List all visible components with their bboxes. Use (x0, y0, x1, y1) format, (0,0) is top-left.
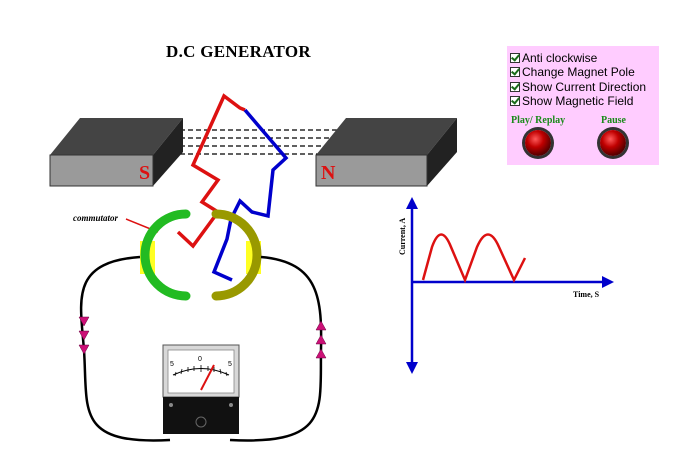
show-magnetic-field-checkbox[interactable] (510, 96, 520, 106)
north-pole-label: N (321, 162, 336, 184)
play-replay-button[interactable] (525, 130, 551, 156)
arrow-down (78, 330, 90, 341)
option-label: Change Magnet Pole (522, 65, 635, 79)
pause-label: Pause (601, 115, 626, 126)
meter-scale-center: 0 (198, 356, 202, 363)
option-label: Anti clockwise (522, 51, 598, 65)
anti-clockwise-checkbox[interactable] (510, 53, 520, 63)
meter-scale-right: 5 (228, 361, 232, 368)
current-time-graph: Current, A Time, S (398, 197, 614, 374)
arrow-up (315, 334, 327, 345)
coil-blue-side (211, 108, 289, 282)
option-change-magnet-pole[interactable]: Change Magnet Pole (510, 65, 635, 79)
commutator-ring-right (211, 209, 262, 301)
meter-knob (195, 416, 207, 428)
play-replay-label: Play/ Replay (511, 115, 566, 126)
option-label: Show Current Direction (522, 80, 647, 94)
magnet-north: N (315, 118, 457, 187)
option-label: Show Magnetic Field (522, 94, 634, 108)
commutator-ring-left (140, 209, 191, 301)
graph-y-arrow-down (406, 362, 418, 374)
coil-red-side (176, 93, 246, 249)
arrow-down (78, 316, 90, 327)
galvanometer: 5 0 5 (162, 344, 240, 434)
graph-y-label: Current, A (398, 218, 407, 255)
option-show-current-direction[interactable]: Show Current Direction (510, 80, 646, 94)
meter-scale-left: 5 (170, 361, 174, 368)
arrow-up (315, 348, 327, 359)
graph-x-label: Time, S (573, 290, 600, 299)
control-panel: Anti clockwise Change Magnet Pole Show C… (507, 46, 659, 165)
magnet-south: S (49, 118, 183, 187)
graph-waveform (421, 233, 527, 284)
option-anti-clockwise[interactable]: Anti clockwise (510, 51, 597, 65)
change-magnet-pole-checkbox[interactable] (510, 67, 520, 77)
meter-terminal-right (229, 403, 233, 407)
meter-base (163, 397, 239, 434)
graph-y-arrow-up (406, 197, 418, 209)
commutator-label: commutator (73, 213, 119, 223)
meter-terminal-left (169, 403, 173, 407)
option-show-magnetic-field[interactable]: Show Magnetic Field (510, 94, 633, 108)
pause-button[interactable] (600, 130, 626, 156)
page-title: D.C GENERATOR (166, 42, 311, 61)
current-direction-arrows (78, 316, 327, 359)
south-pole-label: S (139, 162, 150, 184)
arrow-up (315, 320, 327, 331)
arrow-down (78, 344, 90, 355)
meter-needle (200, 364, 215, 391)
show-current-direction-checkbox[interactable] (510, 82, 520, 92)
graph-x-arrow (602, 276, 614, 288)
